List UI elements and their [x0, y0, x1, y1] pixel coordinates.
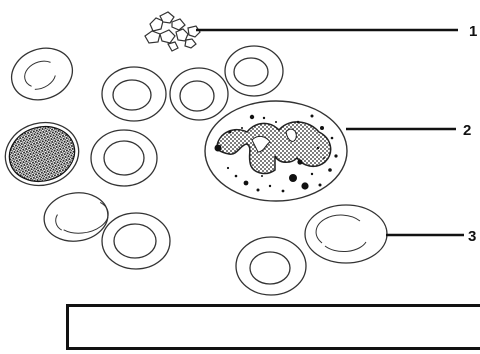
answer-box[interactable]	[66, 304, 480, 350]
label-2: 2	[463, 122, 471, 139]
red-blood-cell	[102, 67, 166, 121]
red-blood-cell	[170, 68, 228, 120]
red-blood-cell	[41, 189, 111, 246]
red-blood-cell	[4, 40, 79, 108]
stippled-cell	[0, 114, 86, 193]
red-blood-cell	[225, 46, 283, 96]
label-1: 1	[469, 23, 477, 40]
red-blood-cell	[102, 213, 170, 269]
red-blood-cell	[236, 237, 306, 295]
label-3: 3	[468, 228, 476, 245]
platelet-cluster	[145, 12, 200, 51]
white-blood-cell	[205, 101, 347, 201]
red-blood-cell	[91, 130, 157, 186]
red-blood-cell-3	[305, 205, 387, 263]
